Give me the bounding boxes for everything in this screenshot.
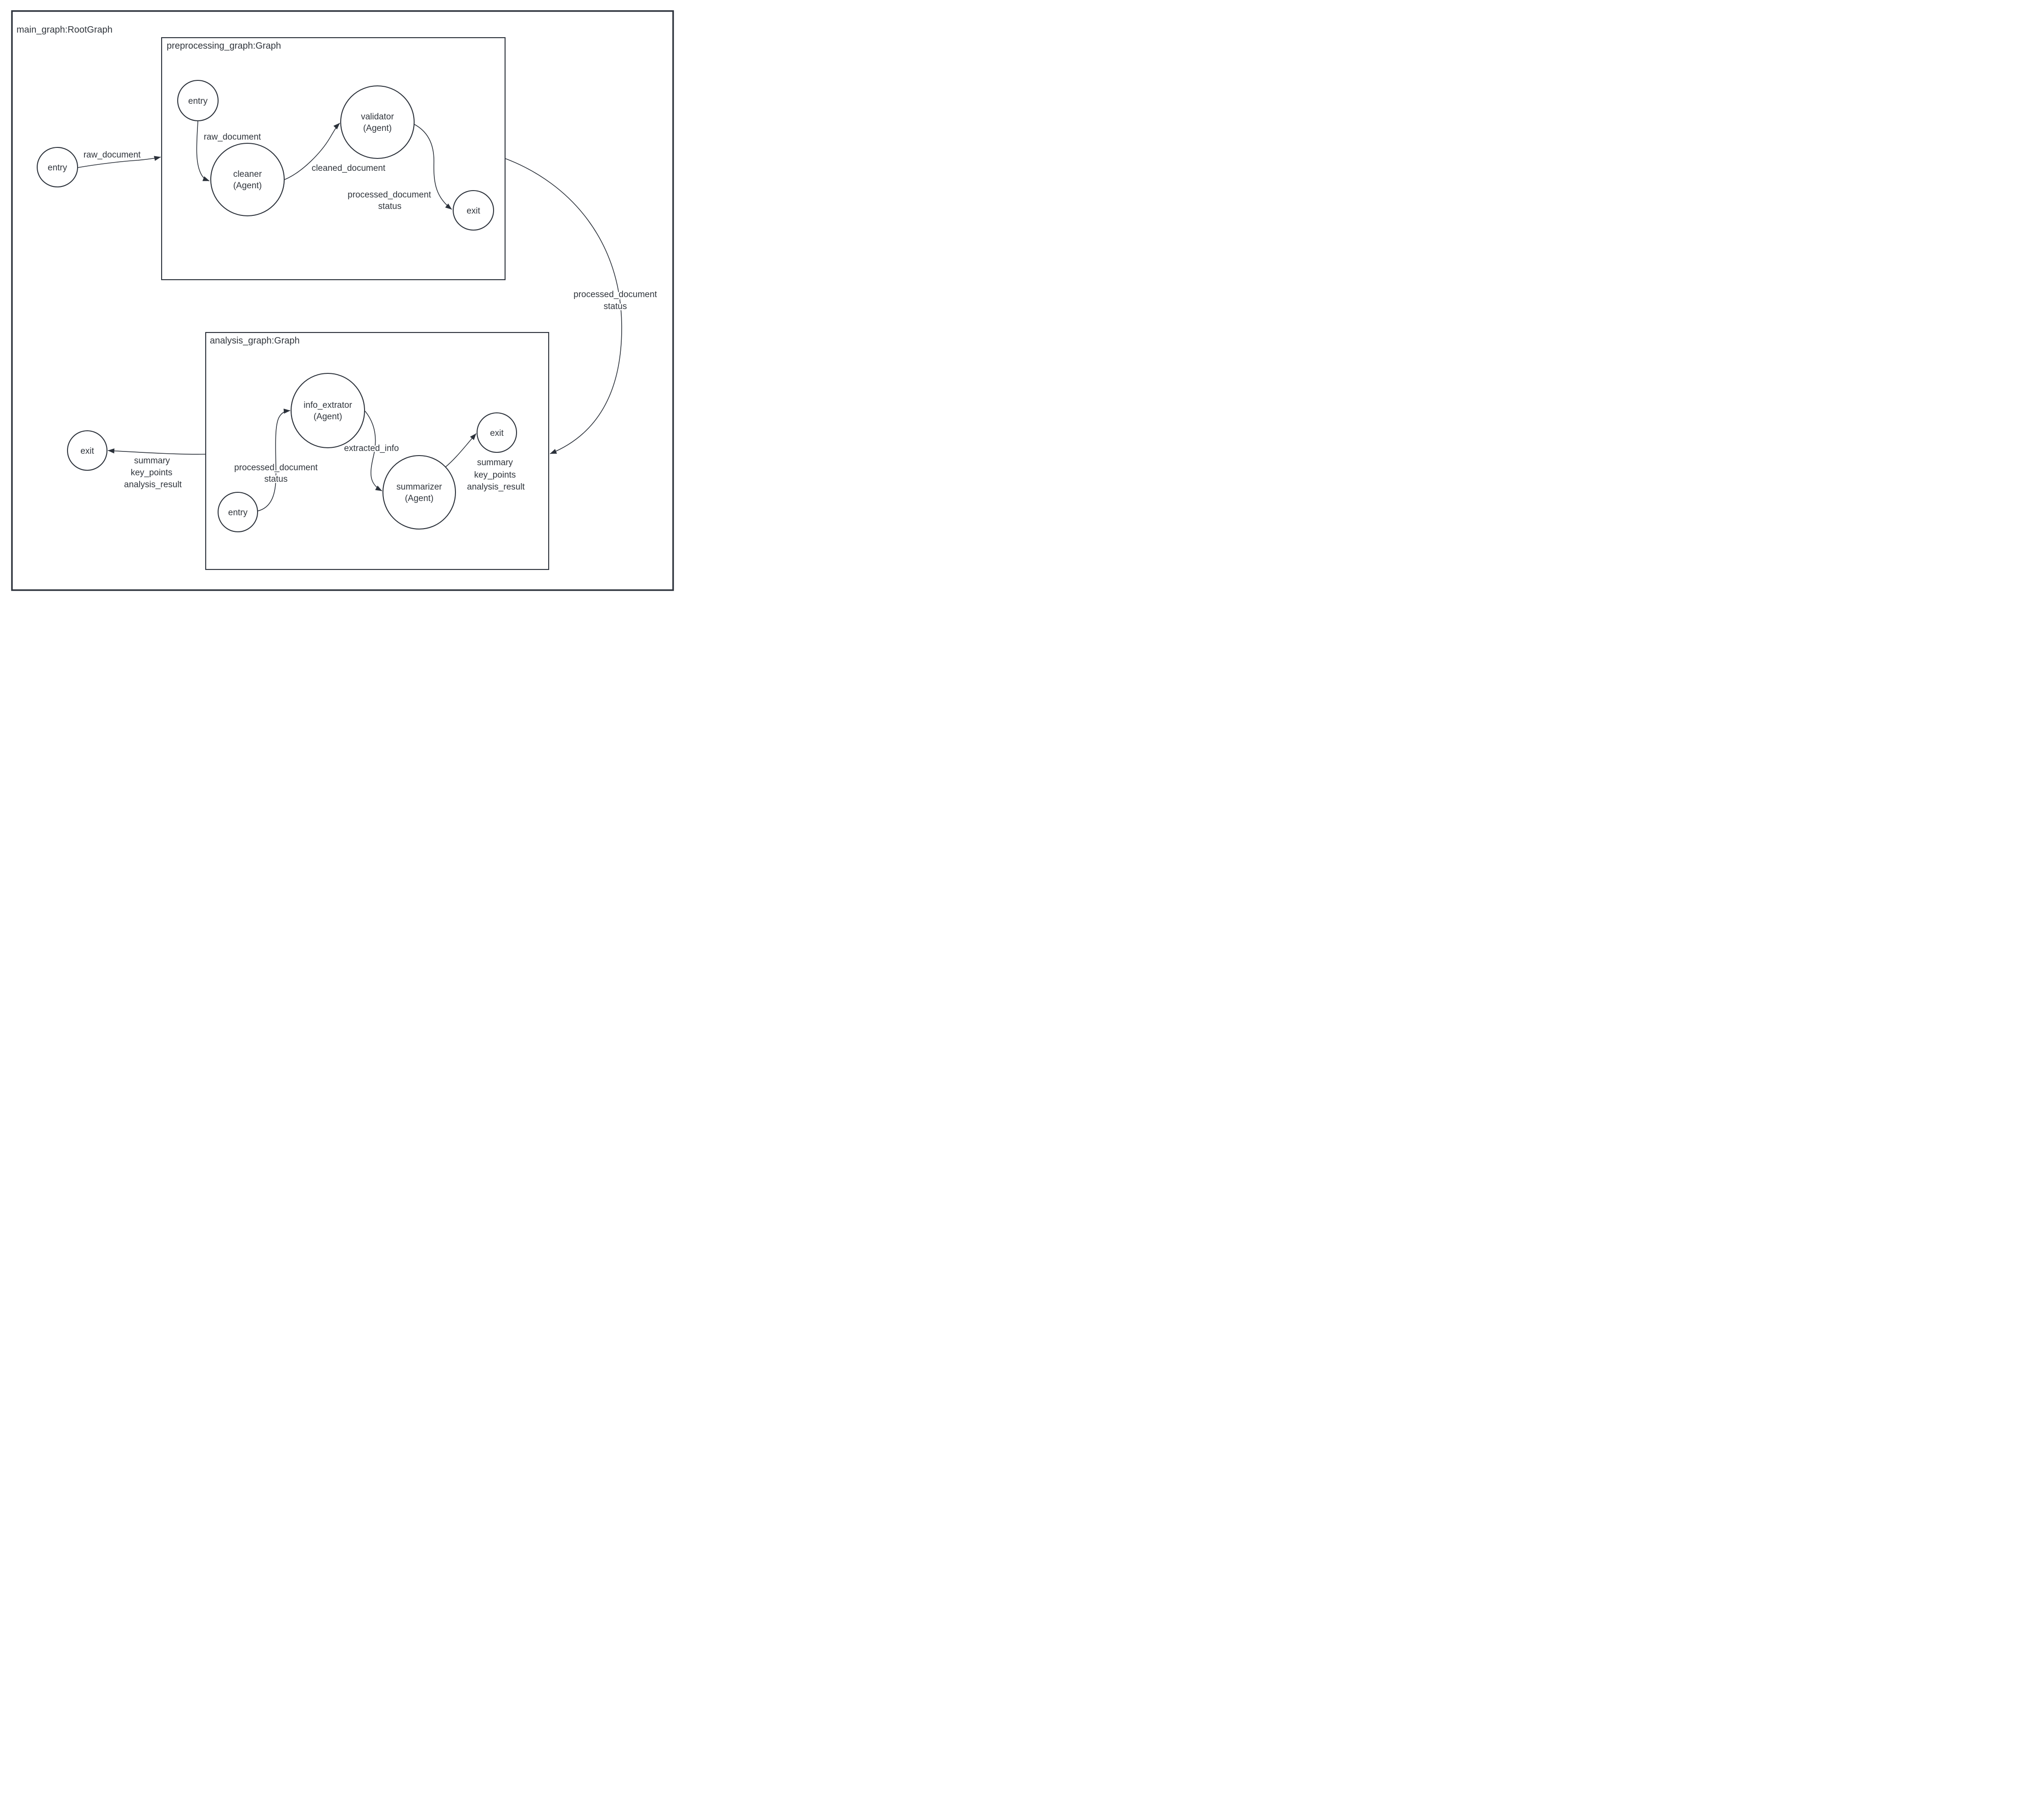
node-pre-entry-label: entry: [188, 96, 208, 106]
node-validator: [340, 85, 415, 159]
edge-label-ana-entry-to-info-extrator-line2: status: [264, 474, 288, 484]
edge-cleaner-to-validator: [284, 123, 340, 180]
preprocessing-graph-title: preprocessing_graph:Graph: [167, 41, 281, 51]
edge-pre-entry-to-cleaner: [196, 120, 210, 181]
node-outer-exit-label: exit: [80, 446, 94, 456]
edge-label-validator-to-pre-exit-line2: status: [378, 202, 402, 211]
node-ana-entry-label: entry: [228, 508, 248, 518]
edge-analysis-to-outer-exit: [107, 448, 206, 455]
preprocessing-graph-box: [161, 37, 506, 281]
node-cleaner: [210, 142, 285, 217]
node-pre-exit: [452, 190, 495, 231]
analysis-graph-box: [205, 332, 550, 570]
node-pre-exit-label: exit: [466, 206, 480, 216]
node-info-extrator-label-line1: info_extrator: [303, 400, 352, 410]
node-outer-entry: [36, 147, 79, 188]
node-cleaner-label-line1: cleaner: [233, 169, 262, 179]
edge-label-summarizer-to-ana-exit-line1: summary: [477, 458, 513, 468]
node-summarizer-label-line2: (Agent): [405, 494, 433, 503]
diagram-svg: main_graph:RootGraph preprocessing_graph…: [11, 10, 674, 591]
node-ana-entry: [217, 491, 259, 533]
edge-label-summarizer-to-ana-exit-line3: analysis_result: [467, 482, 525, 492]
node-outer-exit: [67, 430, 108, 471]
edge-label-analysis-to-outer-exit-line1: summary: [134, 456, 170, 466]
workflow-diagram: main_graph:RootGraph preprocessing_graph…: [0, 0, 680, 607]
edge-label-preprocessing-to-analysis-line2: status: [604, 302, 627, 311]
edge-info-extrator-to-summarizer: [365, 411, 382, 491]
edge-label-ana-entry-to-info-extrator-line1: processed_document: [234, 463, 318, 473]
edge-preprocessing-to-analysis: [505, 158, 622, 454]
edge-label-summarizer-to-ana-exit-line2: key_points: [474, 470, 516, 480]
edge-label-pre-entry-to-cleaner: raw_document: [204, 132, 261, 142]
edge-ana-entry-to-info-extrator: [257, 408, 291, 512]
edge-label-info-extrator-to-summarizer: extracted_info: [344, 444, 399, 453]
node-info-extrator: [290, 372, 365, 449]
edge-label-cleaner-to-validator: cleaned_document: [312, 163, 386, 173]
node-validator-label-line1: validator: [361, 112, 394, 122]
node-summarizer-label-line1: summarizer: [396, 482, 442, 492]
analysis-graph-title: analysis_graph:Graph: [210, 336, 300, 346]
node-summarizer: [382, 455, 456, 530]
root-graph-box: [11, 10, 674, 591]
edge-label-analysis-to-outer-exit-line3: analysis_result: [124, 480, 182, 490]
node-ana-exit: [476, 412, 517, 453]
root-graph-title: main_graph:RootGraph: [17, 25, 112, 35]
node-validator-label-line2: (Agent): [363, 124, 392, 133]
node-outer-entry-label: entry: [48, 163, 67, 173]
edge-label-preprocessing-to-analysis-line1: processed_document: [573, 290, 657, 299]
edge-label-validator-to-pre-exit-line1: processed_document: [348, 190, 431, 200]
edge-validator-to-pre-exit: [413, 124, 452, 210]
node-cleaner-label-line2: (Agent): [233, 181, 262, 191]
edge-summarizer-to-ana-exit: [442, 433, 477, 470]
node-pre-entry: [177, 79, 219, 122]
node-ana-exit-label: exit: [490, 428, 504, 438]
edge-outer-entry-to-preprocessing: [77, 156, 161, 168]
edge-label-outer-entry-to-preprocessing: raw_document: [84, 150, 141, 160]
edge-label-analysis-to-outer-exit-line2: key_points: [131, 468, 173, 478]
node-info-extrator-label-line2: (Agent): [314, 412, 342, 422]
